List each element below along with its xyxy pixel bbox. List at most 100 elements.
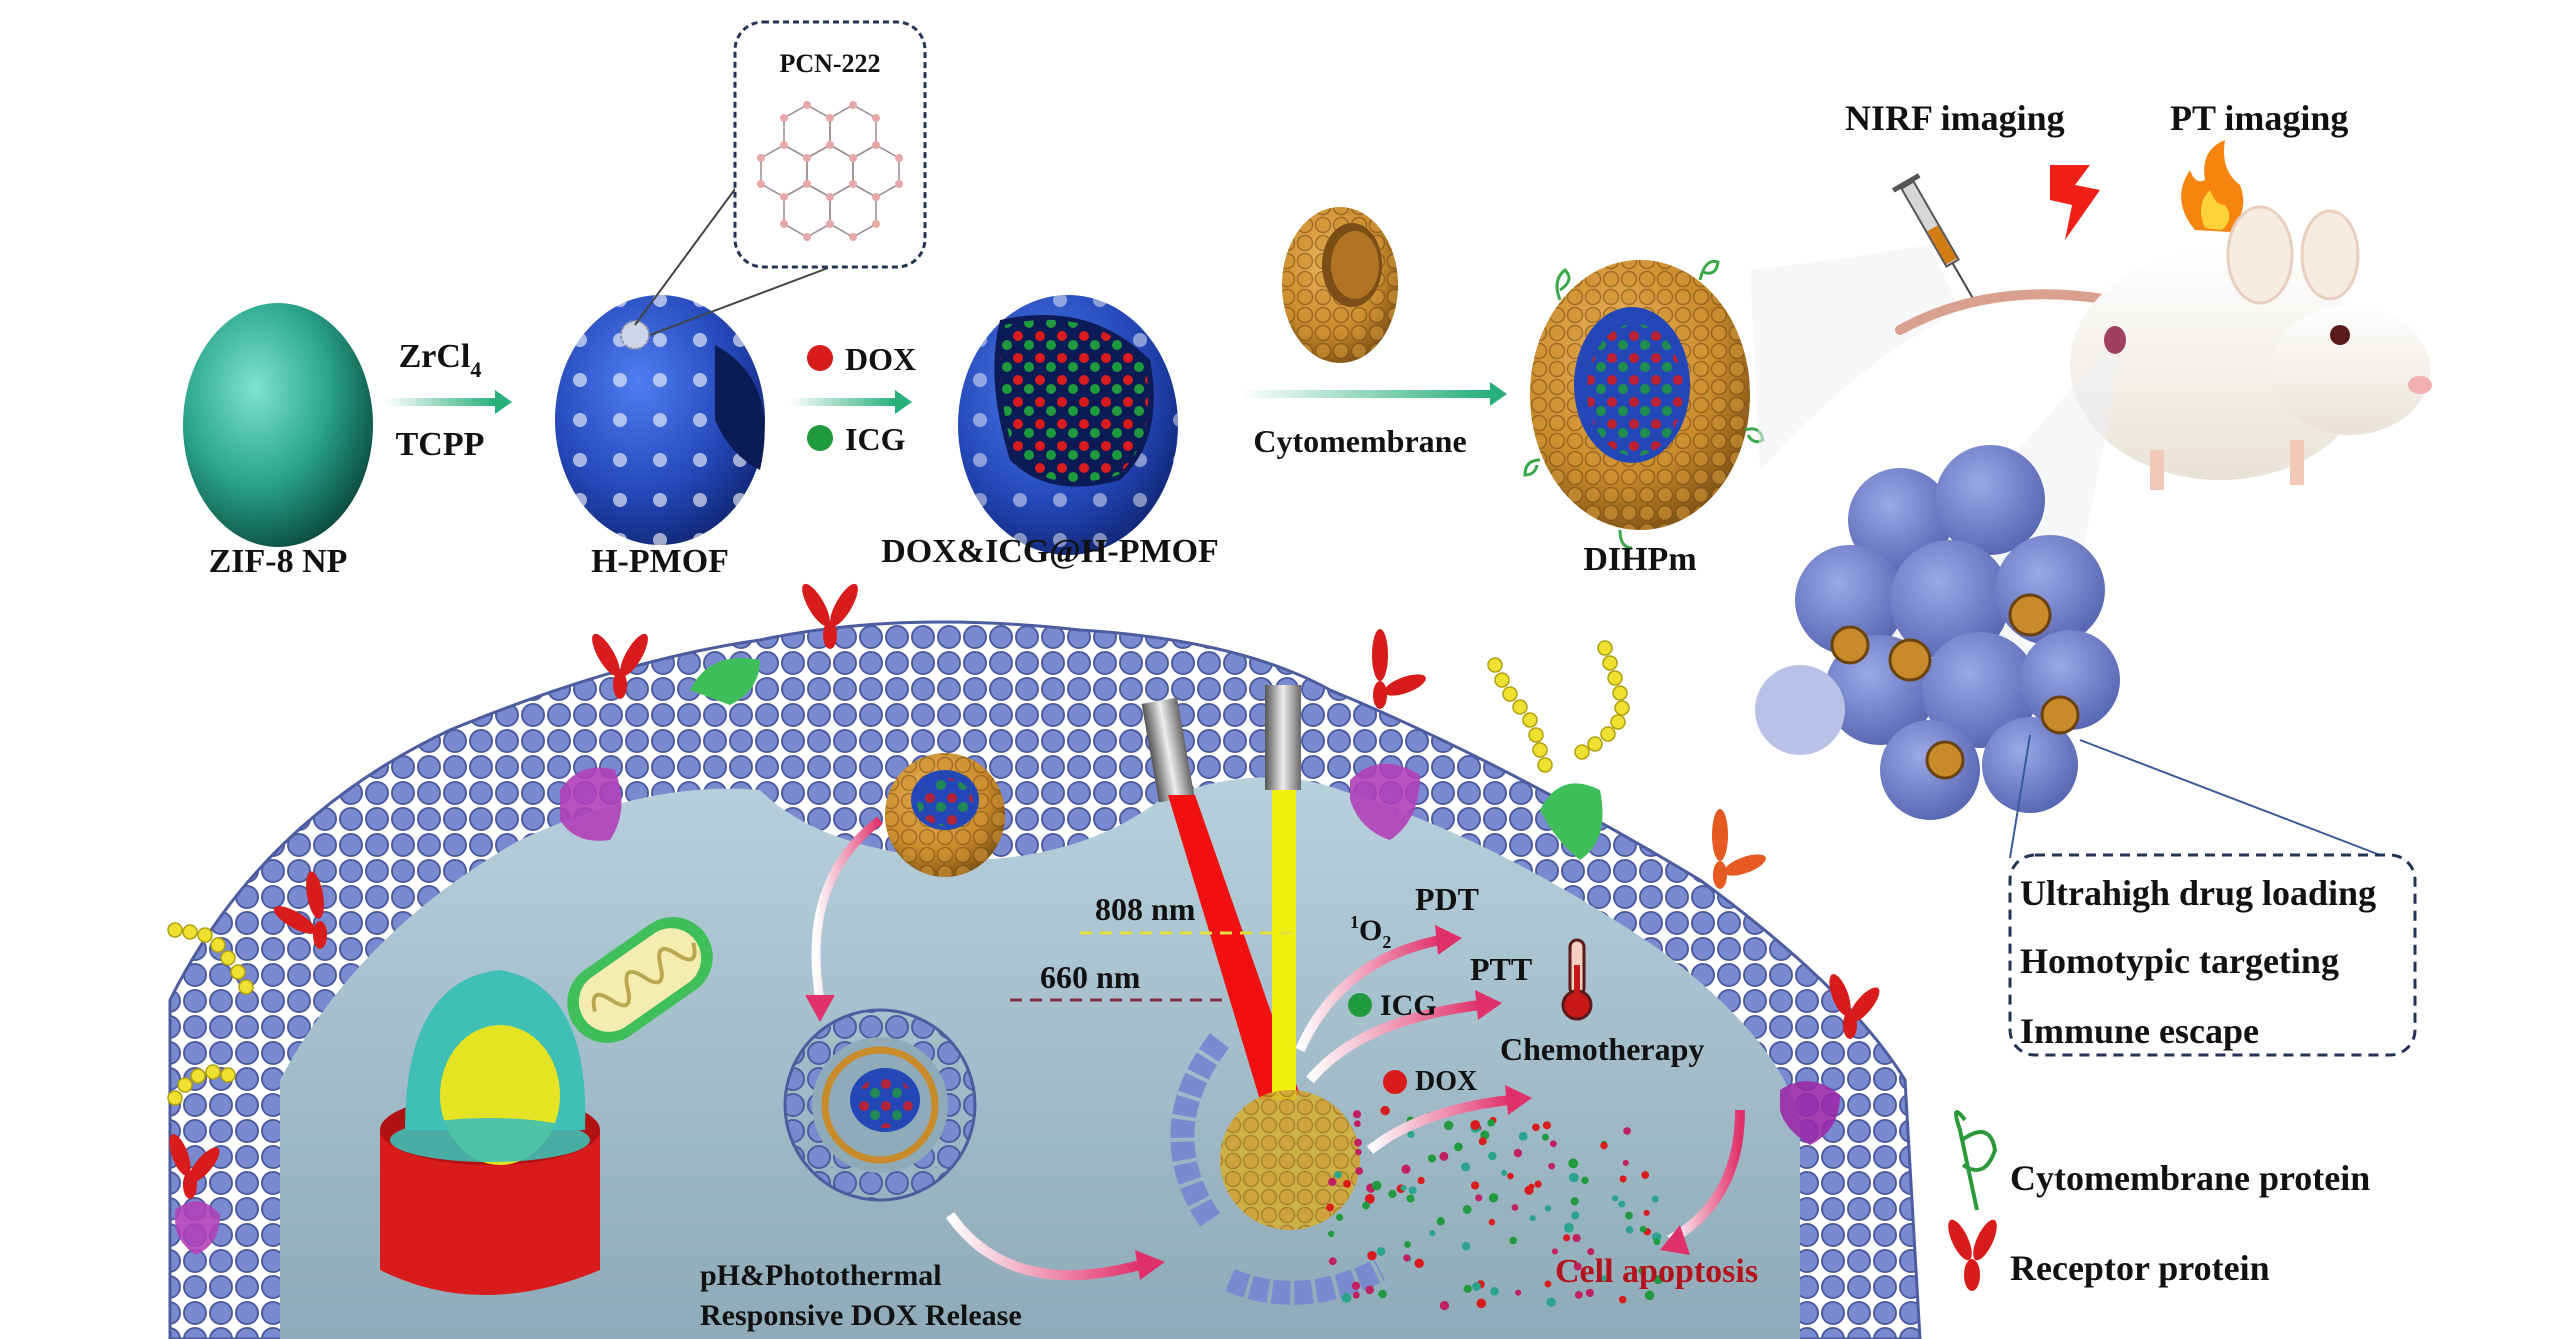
dox-molecule-icon [807,345,833,371]
released-drug-dot [1488,1193,1499,1203]
receptor-protein-icon [273,871,327,949]
zif8-nanoparticle [183,303,373,547]
membrane-channel-protein [175,1201,220,1255]
release-label-line2: Responsive DOX Release [700,1299,1022,1332]
apoptosis-arrow-head [1660,1225,1690,1255]
released-drug-dot [1470,1181,1480,1190]
released-drug-dot [1388,1189,1397,1198]
membrane-channel-protein [560,767,622,841]
released-drug-dot [1380,1105,1390,1116]
cytomembrane-label: Cytomembrane [1253,423,1466,459]
inset-connector-line [649,267,829,336]
released-drug-dot [1623,1127,1631,1135]
released-drug-dot [1443,1120,1454,1131]
feature-item: Ultrahigh drug loading [2020,873,2376,913]
released-drug-dot [1328,1177,1337,1187]
membrane-channel-protein [1350,763,1420,840]
loaded-hpmof-sphere [958,295,1178,555]
cytomembrane-protein-icon [1954,1110,1998,1211]
released-drug-dot [1625,1226,1634,1234]
released-drug-dot [1548,1162,1556,1170]
legend: Cytomembrane protein Receptor protein [1948,1110,2370,1291]
released-drug-dot [1511,1204,1519,1211]
chemo-arrow [1366,1095,1511,1154]
pdt-arrow [1295,935,1441,1053]
released-drug-dot [1476,1298,1487,1309]
pcn222-zoom-spot [620,320,650,350]
released-drug-dot [1585,1288,1594,1298]
release-arrow-head [1135,1250,1165,1280]
released-drug-dot [1501,1169,1508,1177]
ptt-arrow [1306,1000,1481,1084]
released-drug-dot [1563,1234,1571,1242]
released-drug-dot [1417,1176,1425,1185]
thermometer-icon [1561,938,1593,1021]
released-drug-dot [1400,1184,1407,1192]
endocytosis-vesicle [885,753,1005,877]
released-drug-dot [1574,1291,1583,1299]
released-drug-dot [1365,1285,1375,1295]
cell-apoptosis-label: Cell apoptosis [1555,1253,1758,1290]
receptor-protein-icon [169,1134,220,1199]
dox-molecule-icon [1383,1070,1407,1094]
released-drug-dot [1541,1133,1549,1141]
icg-molecule-icon [807,425,833,451]
zrcl4-label: ZrCl4 [399,338,482,382]
released-drug-dot [1542,1121,1551,1130]
released-drug-dot [1475,1194,1483,1202]
released-drug-dot [1643,1209,1650,1216]
released-drug-dot [1429,1229,1436,1237]
hpmof-hollow-sphere [555,295,765,545]
released-drug-dot [1532,1123,1540,1132]
released-drug-dot [1355,1148,1362,1156]
released-drug-dot [1334,1171,1342,1179]
chemo-arrow-head [1505,1085,1532,1115]
released-drug-dot [1351,1281,1361,1290]
released-drug-dot [1487,1119,1495,1127]
nucleus [380,970,600,1295]
pdt-arrow-head [1435,925,1462,955]
released-drug-dot [1463,1284,1472,1293]
released-drug-dot [1551,1248,1558,1255]
released-drug-dot [1328,1257,1337,1266]
released-drug-dot [1478,1137,1487,1146]
released-drug-dot [1644,1290,1655,1301]
released-drug-dot [1427,1154,1436,1163]
feature-item: Homotypic targeting [2020,941,2339,981]
therapy-icg-label: ICG [1380,989,1437,1022]
released-drug-dot [1354,1138,1363,1147]
internalization-arrow-head [805,995,835,1022]
released-drug-dot [1461,1162,1471,1172]
released-drug-dot [1515,1289,1522,1296]
dihpm-surface-proteins [1523,259,1765,550]
receptor-protein-icon [1829,974,1880,1039]
endosome [783,1008,977,1202]
mitochondrion [567,917,713,1043]
icg-molecule-icon [1348,993,1372,1017]
ptt-arrow-head [1475,990,1502,1020]
released-drug-dot [1618,1200,1626,1208]
inset-connector-line [634,184,739,326]
feature-item: Immune escape [2020,1011,2259,1051]
pcn222-nodes [757,101,903,241]
released-drug-dot [1571,1211,1580,1220]
released-drug-dot [1454,1142,1463,1152]
syringe-icon [1892,173,1974,299]
released-drug-dot [1470,1120,1481,1131]
receptor-protein-icon [802,583,858,649]
released-drug-dot [1546,1297,1557,1307]
released-drug-dot [1488,1218,1496,1226]
released-drug-dot [1439,1300,1450,1311]
released-drug-dot [1343,1179,1352,1188]
singlet-oxygen-label: 1O2 [1350,912,1391,952]
arrow-cytomembrane-coating [1240,382,1507,406]
released-drug-dot [1341,1292,1352,1303]
released-drug-dot [1509,1236,1517,1245]
legend-label-cytomembrane-protein: Cytomembrane protein [2010,1158,2370,1198]
released-drug-dot [1568,1172,1579,1183]
released-drug-dot [1544,1205,1552,1212]
icg-label: ICG [845,421,906,457]
hpmof-label: H-PMOF [591,543,729,580]
therapy-dox-label: DOX [1415,1066,1477,1097]
